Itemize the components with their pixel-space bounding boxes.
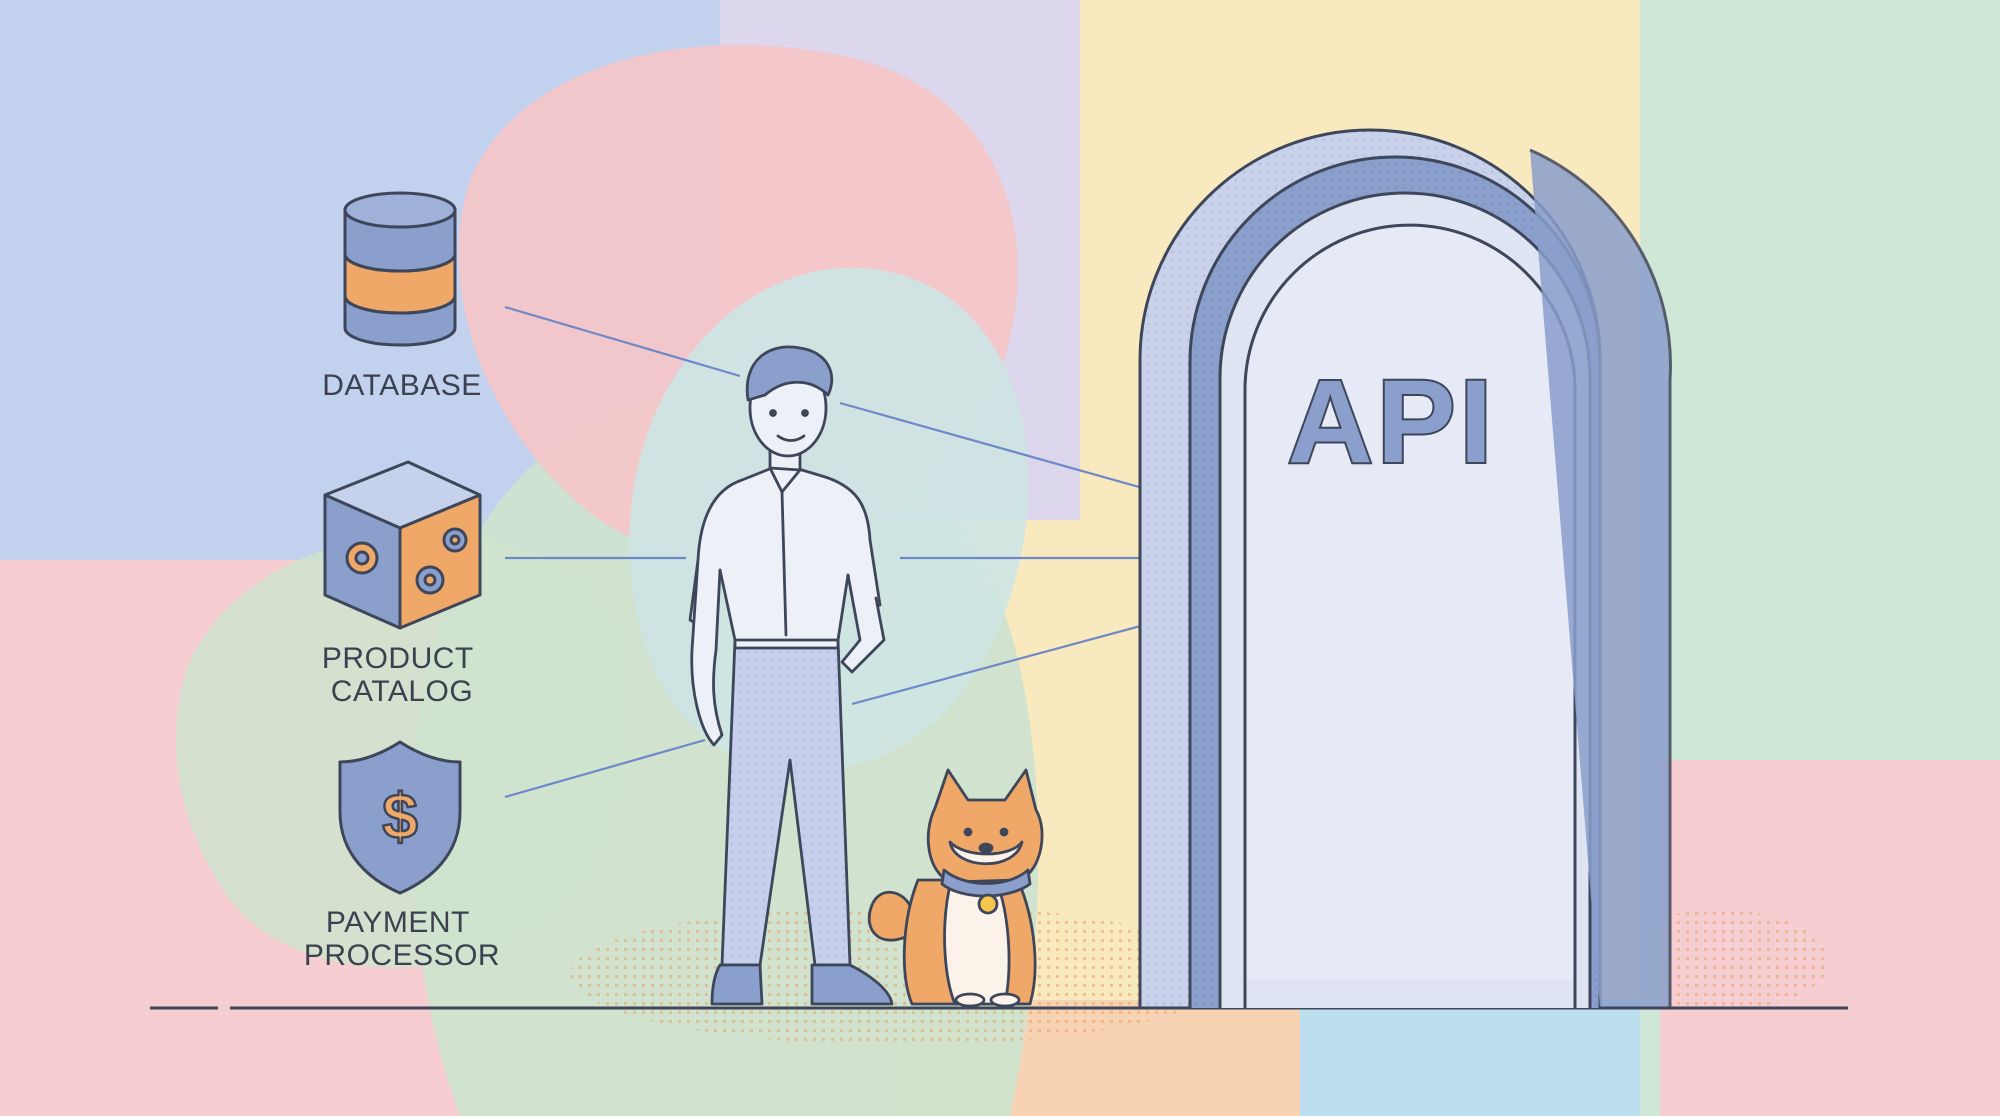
arch-door-icon	[1138, 128, 1672, 1010]
dollar-shield-icon: $	[338, 740, 462, 895]
product-catalog-label: PRODUCT CATALOG	[322, 642, 482, 708]
person-icon	[688, 345, 894, 1006]
connector-database	[504, 305, 741, 378]
svg-text:$: $	[382, 780, 418, 852]
database-label: DATABASE	[322, 369, 482, 402]
connector-payment-processor	[504, 738, 706, 799]
shiba-dog-icon	[867, 768, 1044, 1008]
api-label: API	[1288, 356, 1497, 488]
database-icon	[343, 191, 457, 347]
gear-cube-icon	[323, 460, 482, 630]
payment-processor-label: PAYMENT PROCESSOR	[304, 906, 500, 972]
